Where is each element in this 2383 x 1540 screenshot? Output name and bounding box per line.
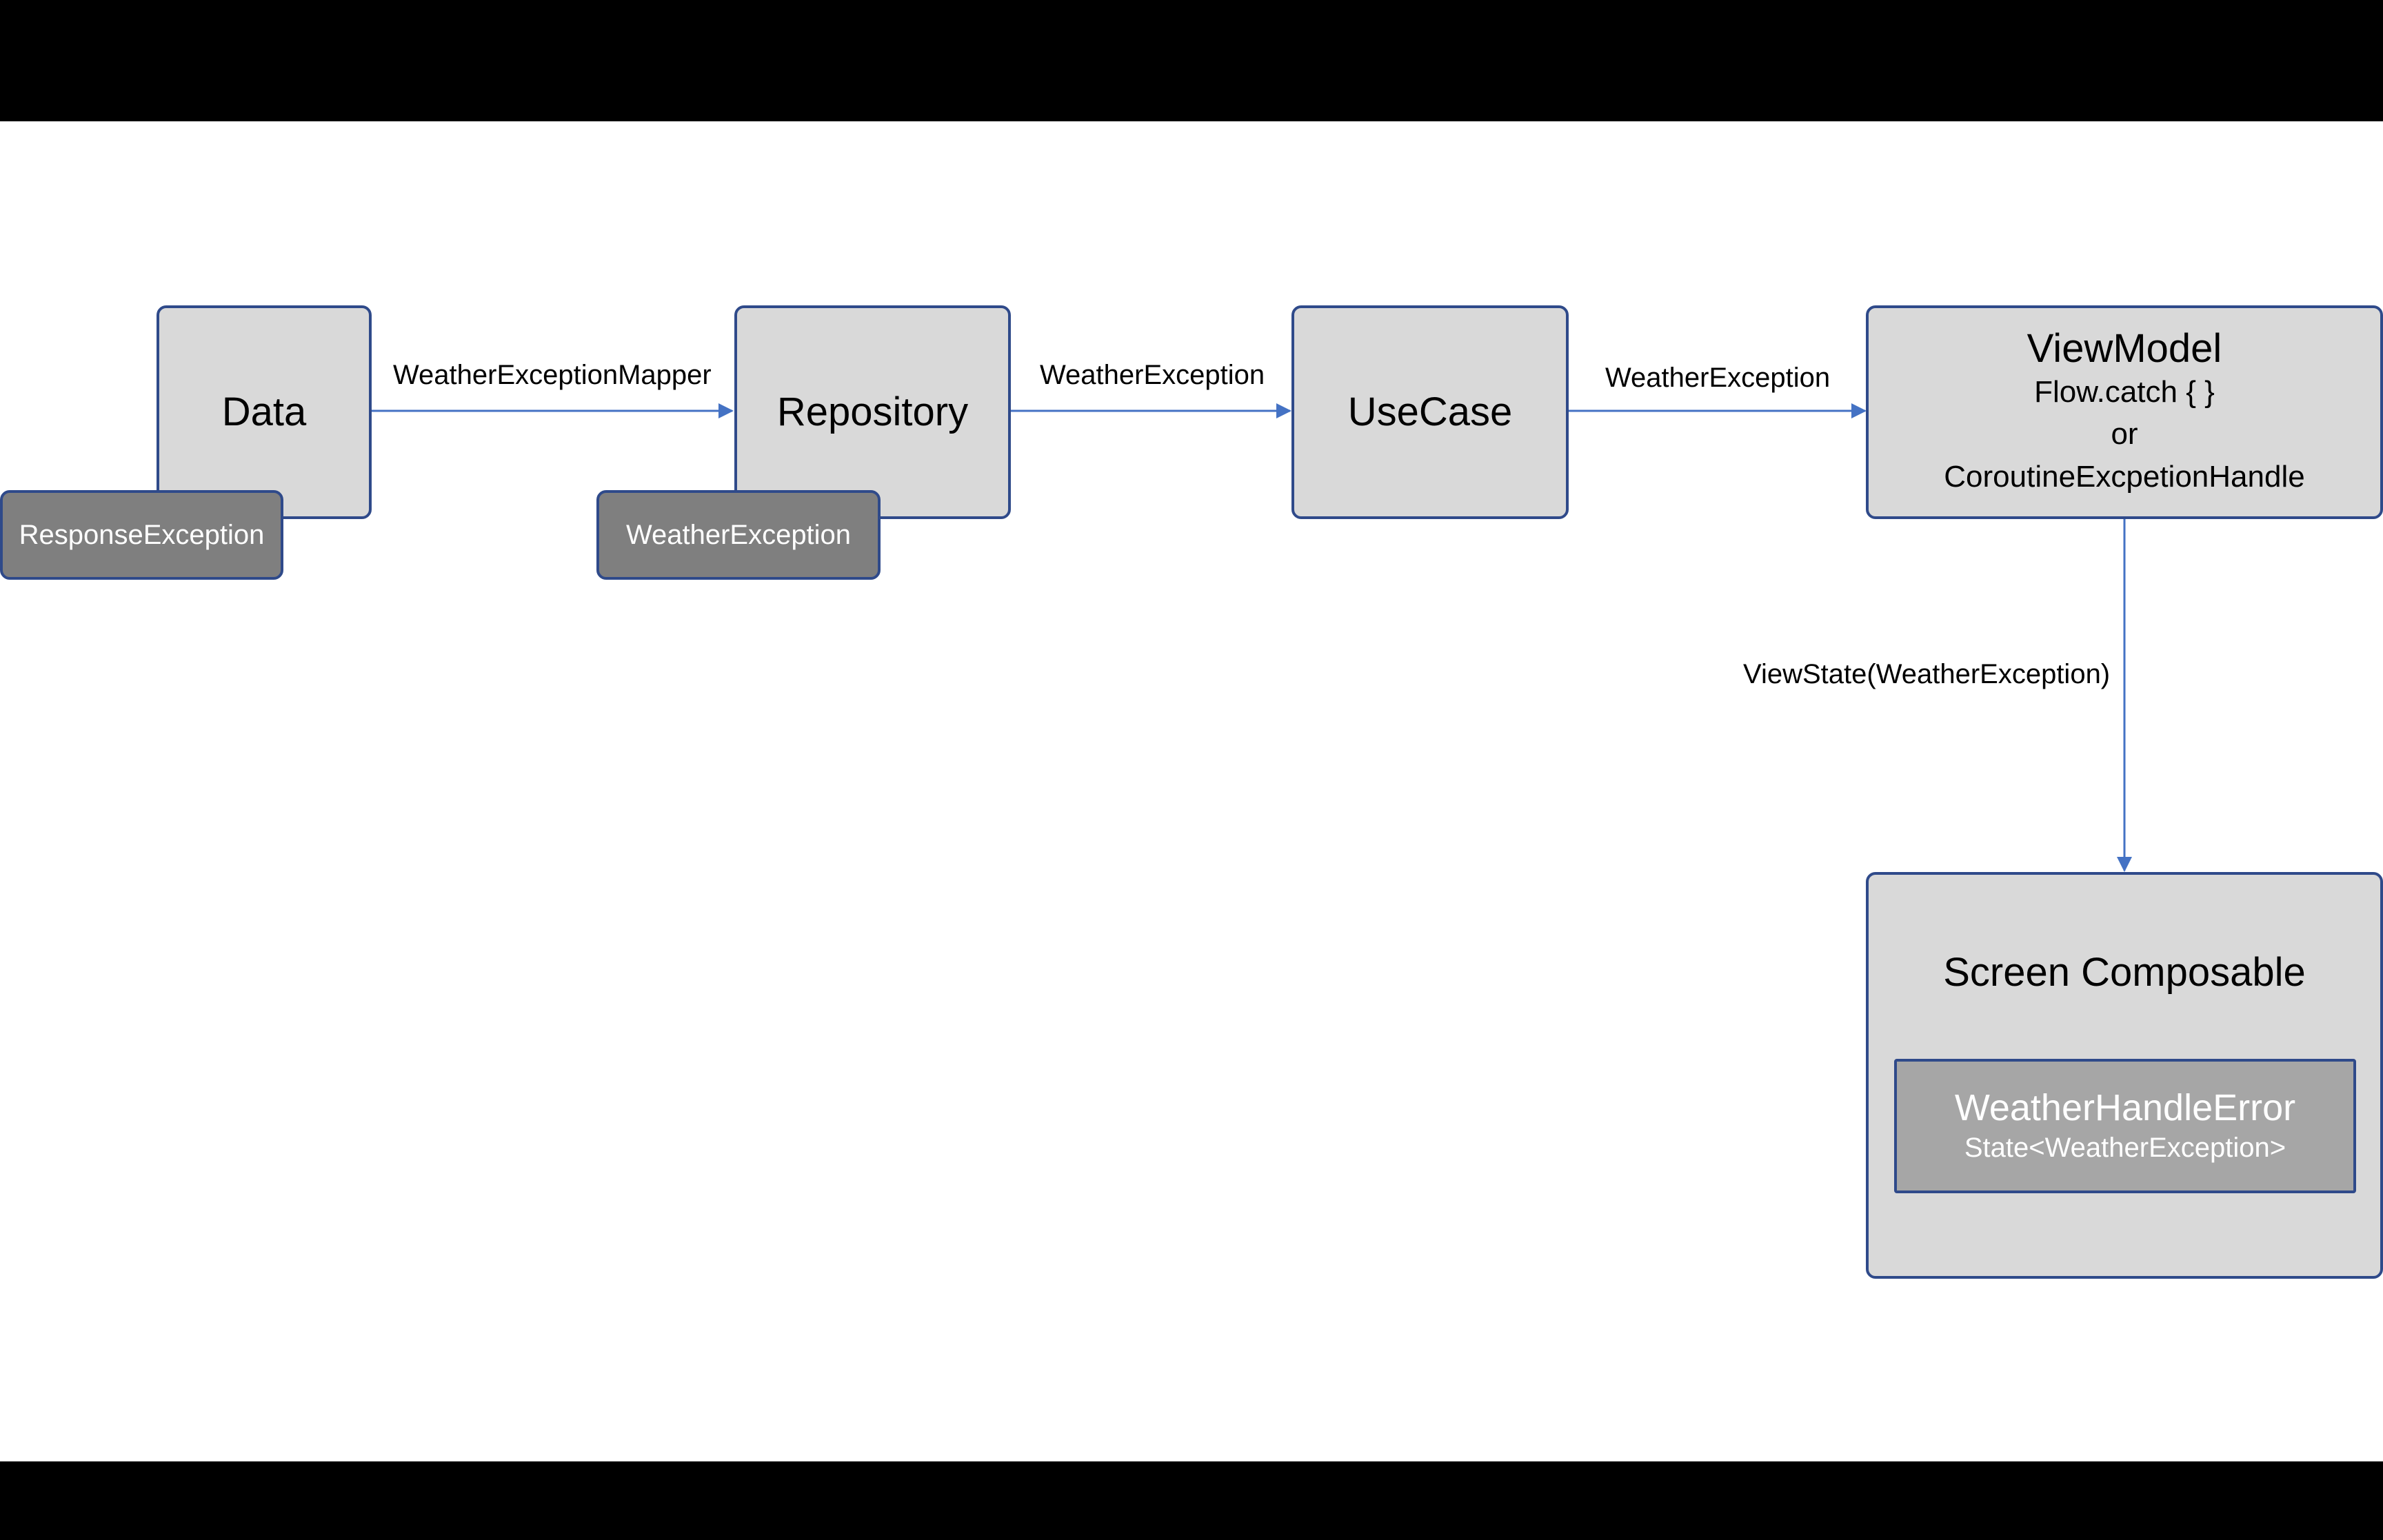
data-node[interactable]: Data	[157, 305, 372, 519]
edge-label-repository-to-usecase: WeatherException	[1040, 360, 1265, 390]
weather-handle-error-box[interactable]: WeatherHandleError State<WeatherExceptio…	[1894, 1059, 2356, 1193]
viewmodel-or: or	[2111, 417, 2138, 452]
repository-node-title: Repository	[776, 389, 969, 435]
connector-layer	[371, 403, 2132, 872]
diagram-canvas: Data ResponseException Repository Weathe…	[0, 121, 2383, 1461]
usecase-node-title: UseCase	[1347, 389, 1513, 435]
weather-handle-error-state: State<WeatherException>	[1964, 1132, 2286, 1163]
viewmodel-coroutine-handler: CoroutineExcpetionHandle	[1944, 459, 2305, 494]
viewmodel-node-title: ViewModel	[2027, 325, 2222, 371]
edge-label-data-to-repository: WeatherExceptionMapper	[393, 360, 712, 390]
viewmodel-flow-catch: Flow.catch { }	[2034, 374, 2215, 409]
weather-exception-tag[interactable]: WeatherException	[596, 490, 881, 580]
response-exception-tag[interactable]: ResponseException	[0, 490, 283, 580]
data-node-title: Data	[221, 389, 307, 435]
repository-node[interactable]: Repository	[734, 305, 1011, 519]
screen-composable-title: Screen Composable	[1943, 950, 2306, 995]
response-exception-label: ResponseException	[19, 519, 265, 550]
weather-handle-error-title: WeatherHandleError	[1954, 1087, 2296, 1129]
edge-label-viewmodel-to-screen: ViewState(WeatherException)	[1743, 659, 2111, 689]
viewmodel-node[interactable]: ViewModel Flow.catch { } or CoroutineExc…	[1866, 305, 2383, 519]
usecase-node[interactable]: UseCase	[1291, 305, 1569, 519]
weather-exception-tag-label: WeatherException	[625, 519, 852, 550]
edge-label-usecase-to-viewmodel: WeatherException	[1605, 363, 1831, 393]
